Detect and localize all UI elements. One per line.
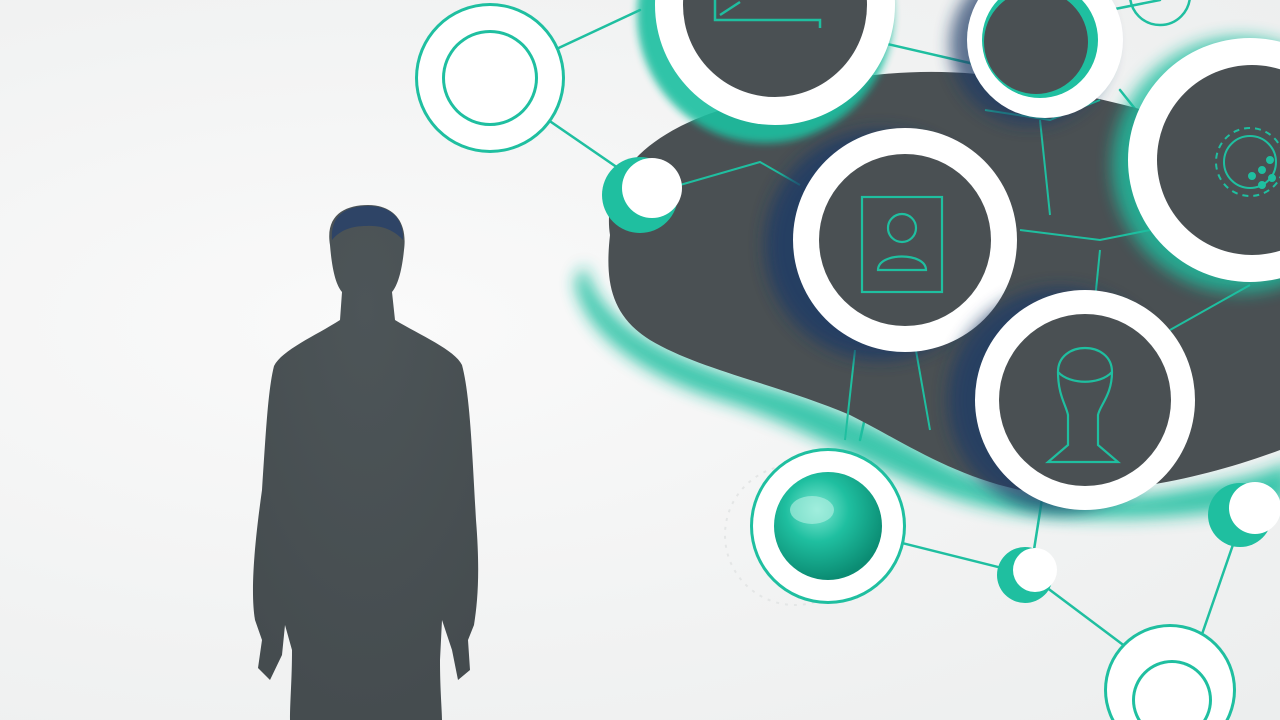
person-silhouette: [252, 205, 479, 720]
node-profile: [765, 128, 1017, 360]
node-ring-top-right: [950, 0, 1123, 125]
node-ring-edge: [1129, 0, 1191, 27]
teal-sphere: [774, 472, 882, 580]
node-chart: [637, 0, 895, 143]
node-sphere: [750, 448, 906, 604]
node-gear: [1112, 37, 1280, 293]
node-bead-right: [1208, 482, 1280, 547]
node-bead-bottom: [997, 547, 1057, 603]
head-bust-icon: [1045, 347, 1121, 464]
node-ring-bottom-right: [1104, 624, 1236, 720]
node-head: [948, 288, 1195, 512]
brain-teal-shadow: [575, 265, 1280, 519]
profile-card-icon: [860, 195, 944, 294]
node-ring-top-left: [415, 3, 565, 153]
gear-icon: [1215, 127, 1280, 197]
chart-icon: [713, 0, 822, 28]
node-bead-left: [602, 157, 682, 233]
